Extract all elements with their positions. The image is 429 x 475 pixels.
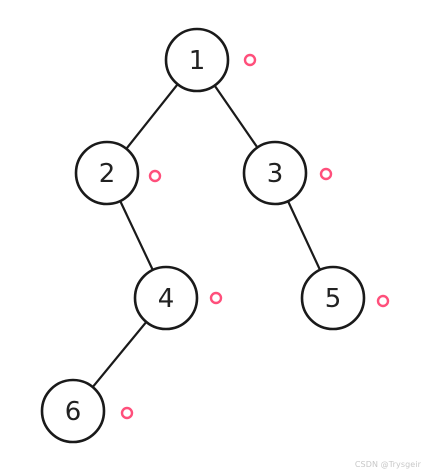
node-label-3: 3 — [267, 159, 284, 189]
edge-1-3 — [213, 84, 259, 149]
node-circle-1 — [164, 27, 230, 93]
tree-node-3: 3 — [242, 140, 308, 206]
tree-node-1: 1 — [164, 27, 230, 93]
node-label-4: 4 — [158, 284, 175, 314]
edge-3-5 — [286, 200, 322, 271]
node-label-5: 5 — [325, 284, 342, 314]
tree-node-5: 5 — [300, 265, 366, 331]
node-circle-5 — [300, 265, 366, 331]
tree-node-2: 2 — [74, 140, 140, 206]
edges-layer — [91, 83, 322, 389]
tree-node-4: 4 — [133, 265, 199, 331]
tree-node-6: 6 — [40, 378, 106, 444]
node-marker-2 — [148, 169, 162, 183]
node-label-2: 2 — [99, 159, 116, 189]
node-marker-3 — [319, 167, 333, 181]
node-label-6: 6 — [65, 397, 82, 427]
node-circle-6 — [40, 378, 106, 444]
node-circle-4 — [133, 265, 199, 331]
edge-1-2 — [125, 83, 179, 150]
edge-4-6 — [91, 320, 148, 389]
node-marker-5 — [376, 294, 390, 308]
node-marker-4 — [209, 291, 223, 305]
markers-layer — [120, 53, 390, 420]
nodes-layer: 1 2 3 4 5 6 — [40, 27, 366, 444]
node-circle-3 — [242, 140, 308, 206]
node-circle-2 — [74, 140, 140, 206]
node-marker-1 — [243, 53, 257, 67]
node-marker-6 — [120, 406, 134, 420]
watermark: CSDN @Trysgeir — [354, 460, 421, 469]
edge-2-4 — [119, 199, 154, 272]
node-label-1: 1 — [189, 46, 206, 76]
